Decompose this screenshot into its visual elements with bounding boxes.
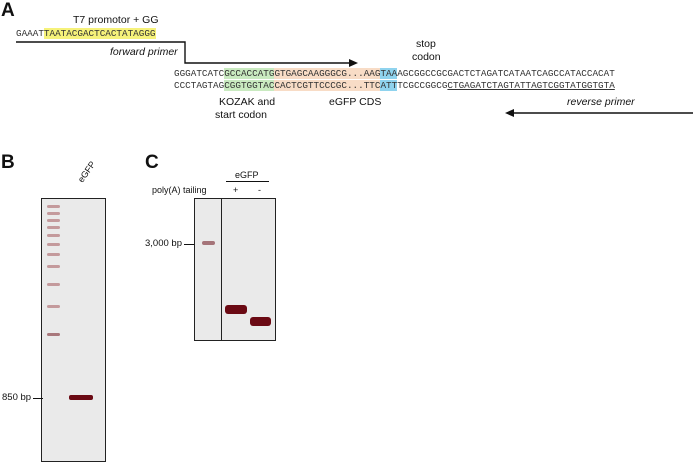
ladder-band: [47, 253, 60, 256]
stop-codon-label-1: stop: [416, 38, 436, 50]
egfp-group-label: eGFP: [235, 169, 259, 181]
ladder-band: [47, 219, 60, 222]
ladder-band: [47, 305, 60, 308]
bottom-strand-sequence: CCCTAGTAGCGGTGGTACCACTCGTTCCCGC...TTCATT…: [174, 80, 615, 91]
marker-band-3000: [202, 241, 215, 245]
ladder-band: [47, 243, 60, 246]
egfp-lane-label: eGFP: [75, 159, 98, 185]
ladder-band: [47, 205, 60, 208]
forward-primer-label: forward primer: [110, 46, 178, 58]
t7-promoter-label: T7 promotor + GG: [73, 14, 159, 26]
egfp-band-b: [69, 395, 93, 400]
gel-b: [41, 198, 106, 462]
marker-850-tick: [33, 398, 43, 399]
plus-label: +: [233, 184, 238, 196]
panel-a-letter: A: [1, 1, 15, 20]
forward-primer-arrow: [14, 38, 364, 68]
gel-c-marker-lane: [194, 198, 222, 341]
marker-3000-label: 3,000 bp: [145, 238, 182, 250]
stop-codon-label-2: codon: [412, 51, 441, 63]
egfp-band-plus: [225, 305, 247, 314]
ladder-band: [47, 226, 60, 229]
egfp-band-minus: [250, 317, 271, 326]
ladder-band: [47, 212, 60, 215]
marker-850-label: 850 bp: [2, 392, 31, 404]
panel-c-letter: C: [145, 153, 159, 172]
reverse-primer-arrow: [505, 108, 695, 118]
kozak-label-1: KOZAK and: [219, 96, 275, 108]
kozak-label-2: start codon: [215, 109, 267, 121]
ladder-band: [47, 283, 60, 286]
top-strand-sequence: GGGATCATCGCCACCATGGTGAGCAAGGGCG...AAGTAA…: [174, 68, 615, 79]
polya-tailing-label: poly(A) tailing: [152, 184, 207, 196]
panel-b-letter: B: [1, 153, 15, 172]
minus-label: -: [258, 184, 261, 196]
egfp-group-line: [226, 181, 269, 182]
marker-3000-tick: [184, 244, 194, 245]
gel-c-sample-lanes: [221, 198, 276, 341]
ladder-band: [47, 333, 60, 336]
reverse-primer-label: reverse primer: [567, 96, 635, 108]
ladder-band: [47, 234, 60, 237]
ladder-band: [47, 265, 60, 268]
egfp-cds-label: eGFP CDS: [329, 96, 381, 108]
